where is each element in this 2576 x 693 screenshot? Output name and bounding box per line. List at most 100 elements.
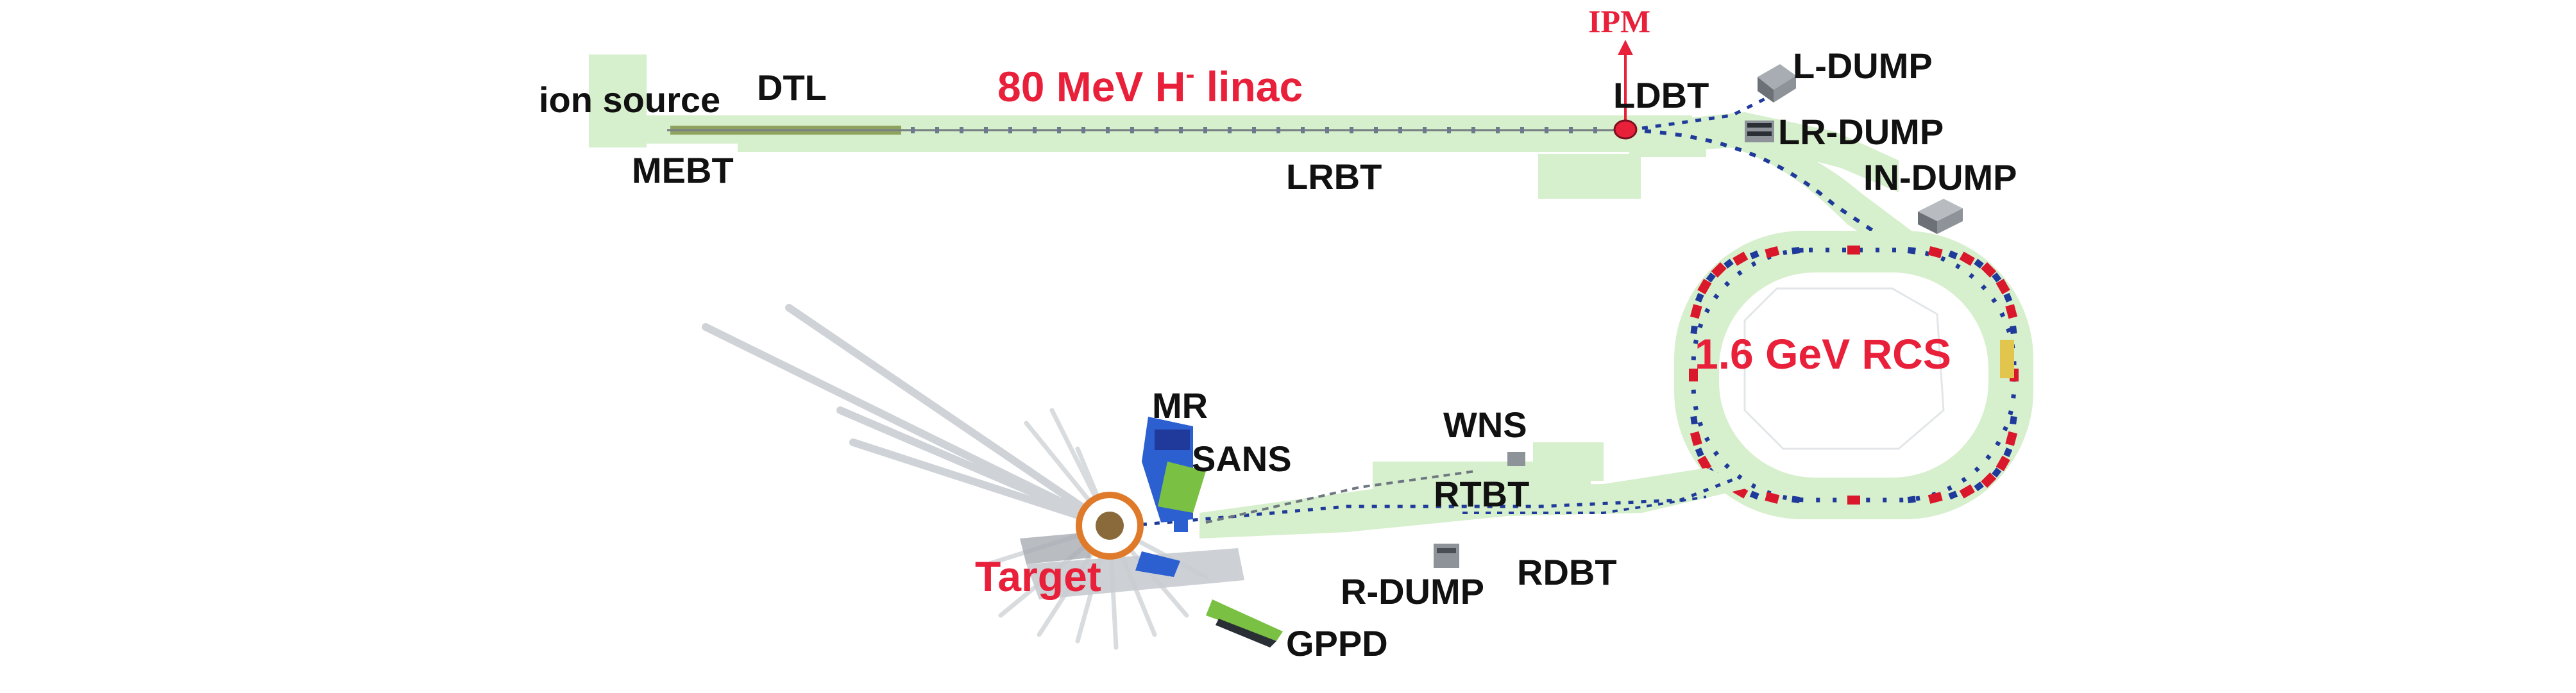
label-mebt: MEBT (632, 150, 734, 190)
rcs-dipole-magnet (1928, 246, 1943, 258)
rcs-quadrupole-magnet (1974, 481, 1984, 492)
rcs-quadrupole-magnet (1792, 496, 1801, 503)
rcs-quadrupole-magnet (1792, 247, 1801, 255)
rcs-dipole-magnet (1959, 484, 1975, 499)
linac-component (984, 127, 988, 133)
dump-beamline (1641, 85, 1791, 130)
rcs-quadrupole-magnet (1690, 325, 1698, 335)
rcs-quadrupole-magnet (1695, 447, 1704, 458)
rcs-quadrupole-magnet (2003, 292, 2013, 303)
linac-component (1252, 127, 1256, 133)
wns-instrument-icon (1507, 452, 1525, 466)
label-wns: WNS (1443, 405, 1527, 445)
rcs-dipole-magnet (1697, 455, 1712, 472)
linac-component (1033, 127, 1037, 133)
linac-component (1276, 127, 1280, 133)
linac-component (1057, 127, 1061, 133)
in-dump-icon (1918, 199, 1963, 234)
rcs-quadrupole-magnet (2010, 415, 2017, 425)
label-sans: SANS (1192, 438, 1292, 479)
rcs-quadrupole-magnet (1907, 247, 1916, 255)
label-l-dump: L-DUMP (1793, 46, 1933, 86)
linac-component (1228, 127, 1232, 133)
rcs-quadrupole-magnet (1907, 496, 1916, 503)
linac-component (1350, 127, 1353, 133)
rcs-dipole-magnet (1996, 455, 2010, 472)
rtbt-beamline (1128, 476, 1739, 528)
linac-component (1203, 127, 1207, 133)
neutron-beamline (702, 323, 1114, 530)
linac-component (911, 127, 915, 133)
rcs-dipole-magnet (1765, 246, 1780, 258)
rcs-dipole-magnet (1928, 492, 1943, 504)
linac-component (1569, 127, 1573, 133)
linac-component (1325, 127, 1329, 133)
linac-component (1447, 127, 1451, 133)
rcs-dipole-magnet (1697, 278, 1712, 295)
label-rdbt: RDBT (1517, 552, 1617, 592)
label-r-dump: R-DUMP (1341, 571, 1484, 612)
linac-component (1155, 127, 1158, 133)
label-rtbt: RTBT (1434, 474, 1529, 514)
label-ipm: IPM (1588, 3, 1650, 39)
rcs-quadrupole-magnet (1724, 258, 1734, 269)
rcs-quadrupole-magnet (1992, 467, 2002, 478)
rcs-quadrupole-magnet (1706, 272, 1716, 283)
rcs-dipole-magnet (1981, 472, 1997, 488)
label-linac-title: 80 MeV H- linac (997, 59, 1303, 110)
linac-component (935, 127, 939, 133)
linac-component (1374, 127, 1378, 133)
rcs-quadrupole-magnet (1974, 258, 1984, 269)
r-dump-icon (1434, 544, 1459, 568)
linac-component (1008, 127, 1012, 133)
rcs-quadrupole-magnet (1948, 490, 1958, 500)
l-dump-icon (1758, 64, 1796, 103)
rdbt-beamline (1462, 496, 1707, 514)
linac-component (1545, 127, 1548, 133)
extraction-tunnel (1199, 442, 1751, 539)
label-dtl: DTL (757, 67, 827, 108)
rcs-quadrupole-magnet (2010, 325, 2017, 335)
rcs-dipole-magnet (1690, 304, 1702, 319)
label-ion-source: ion source (539, 79, 720, 120)
rcs-quadrupole-magnet (1749, 490, 1759, 500)
label-in-dump: IN-DUMP (1863, 157, 2017, 197)
rcs-dipole-magnet (1765, 492, 1780, 504)
linac-component (1301, 127, 1305, 133)
rcs-dipole-magnet (1733, 251, 1749, 266)
linac-component (960, 127, 963, 133)
rcs-quadrupole-magnet (1749, 250, 1759, 260)
label-rcs: 1.6 GeV RCS (1695, 330, 1951, 378)
rcs-dipole-magnet (1996, 278, 2010, 295)
rcs-quadrupole-magnet (1992, 272, 2002, 283)
ipm-marker (1613, 40, 1638, 140)
target-station (702, 304, 1283, 650)
linac-component (1423, 127, 1427, 133)
linac-component (1130, 127, 1134, 133)
rcs-quadrupole-magnet (2003, 447, 2013, 458)
linac-component (1471, 127, 1475, 133)
linac-component (1398, 127, 1402, 133)
label-mr: MR (1152, 385, 1208, 426)
linac-component (1593, 127, 1597, 133)
neutron-beamline (849, 438, 1114, 530)
linac-component (1106, 127, 1110, 133)
linac-component (1179, 127, 1183, 133)
lr-dump-icon (1745, 121, 1774, 142)
linac-component (1520, 127, 1524, 133)
neutron-beamline (836, 406, 1114, 530)
rcs-dipole-magnet (2005, 431, 2018, 446)
rcs-dipole-magnet (1689, 369, 1698, 381)
label-target: Target (975, 553, 1101, 600)
linac-beamline (667, 126, 1629, 135)
rcs-ring (1674, 231, 2033, 519)
rcs-quadrupole-magnet (1948, 250, 1958, 260)
label-gppd: GPPD (1286, 623, 1388, 664)
rcs-dipole-magnet (1711, 262, 1727, 278)
label-lr-dump: LR-DUMP (1778, 112, 1944, 152)
rcs-dipole-magnet (1690, 431, 1702, 446)
linac-component (1496, 127, 1500, 133)
rcs-quadrupole-magnet (1695, 292, 1704, 303)
rcs-dipole-magnet (1847, 496, 1860, 505)
